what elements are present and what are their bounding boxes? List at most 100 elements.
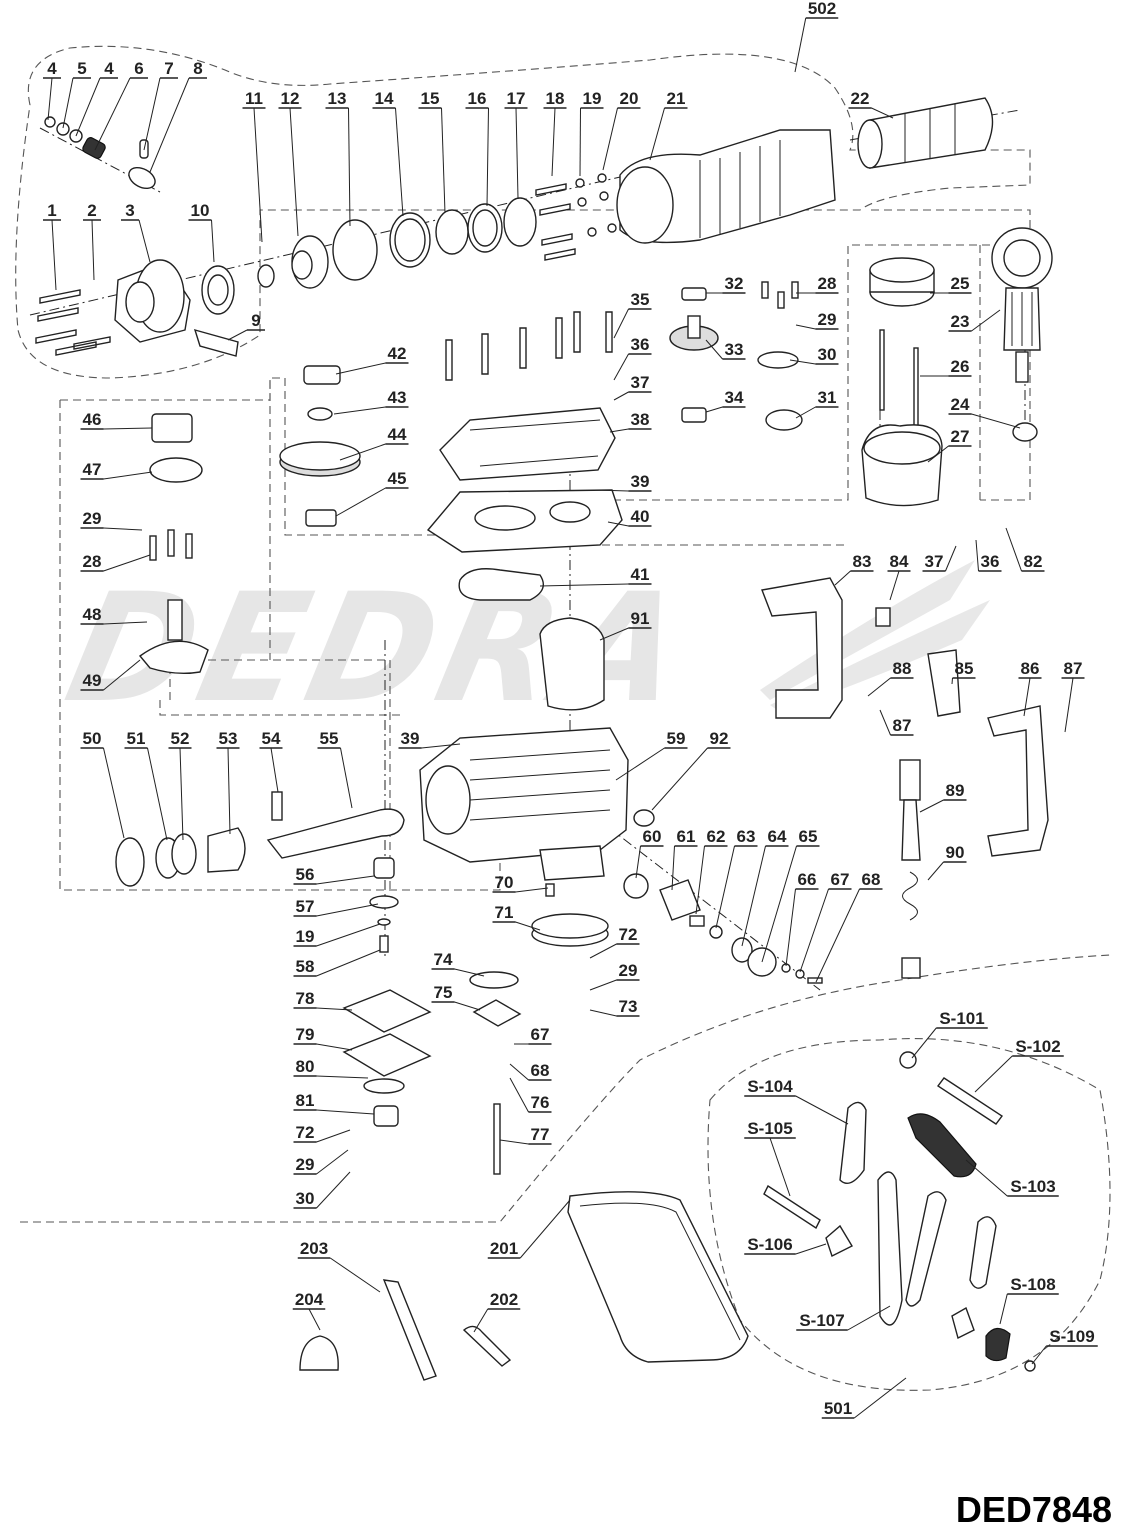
part-number-label: 91 <box>631 609 650 628</box>
part-number-label: 13 <box>328 89 347 108</box>
part-number-label: 4 <box>47 59 57 78</box>
part-number-label: 51 <box>127 729 146 748</box>
leader-line <box>211 219 215 263</box>
leader-line <box>589 943 617 959</box>
part-number-label: 71 <box>495 903 514 922</box>
leader-line <box>539 583 629 587</box>
part-callout: 15 <box>418 89 446 214</box>
leader-line <box>454 968 485 977</box>
leader-line <box>889 570 900 601</box>
leader-line <box>499 1139 529 1145</box>
part-number-label: 17 <box>507 89 526 108</box>
leader-line <box>103 527 143 531</box>
part-number-label: 48 <box>83 605 102 624</box>
part-callout: 43 <box>333 388 409 415</box>
part-number-label: 54 <box>262 729 281 748</box>
part-callout: 91 <box>599 609 652 641</box>
leader-line <box>103 554 151 572</box>
part-number-label: 37 <box>925 552 944 571</box>
leader-line <box>147 747 168 841</box>
part-callout: 65 <box>761 827 820 963</box>
part-callout: S-103 <box>965 1159 1059 1197</box>
part-callout: 204 <box>292 1290 326 1331</box>
part-number-label: 76 <box>531 1093 550 1112</box>
part-number-label: 10 <box>191 201 210 220</box>
part-number-label: 87 <box>893 716 912 735</box>
part-callout: 67 <box>514 1025 552 1045</box>
part-number-label: 70 <box>495 873 514 892</box>
leader-line <box>486 107 489 207</box>
leader-line <box>316 1171 351 1209</box>
leader-line <box>599 627 629 641</box>
part-number-label: 68 <box>531 1061 550 1080</box>
leader-line <box>834 570 851 586</box>
part-number-label: 14 <box>375 89 394 108</box>
part-number-label: 68 <box>862 870 881 889</box>
leader-line <box>1005 527 1022 572</box>
part-callout: 11 <box>242 89 266 243</box>
leader-line <box>515 921 541 931</box>
part-number-label: 84 <box>890 552 909 571</box>
part-callout: 8 <box>149 59 207 173</box>
part-callout: 42 <box>335 344 409 375</box>
part-number-label: 501 <box>824 1399 852 1418</box>
leader-line <box>799 888 829 973</box>
leader-line <box>999 1293 1008 1325</box>
part-number-label: 20 <box>620 89 639 108</box>
part-number-label: 29 <box>296 1155 315 1174</box>
leader-line <box>761 845 797 963</box>
part-callout: 72 <box>589 925 640 959</box>
part-number-label: 21 <box>667 89 686 108</box>
part-callout: S-107 <box>796 1305 891 1331</box>
part-number-label: 5 <box>77 59 86 78</box>
leader-line <box>579 107 581 177</box>
leader-line <box>339 443 386 461</box>
part-number-label: 39 <box>631 472 650 491</box>
part-callout: 57 <box>293 897 379 917</box>
part-number-label: 1 <box>47 201 56 220</box>
part-number-label: 2 <box>87 201 96 220</box>
part-number-label: 79 <box>296 1025 315 1044</box>
leader-line <box>589 1009 617 1017</box>
part-callout: 62 <box>695 827 728 915</box>
part-number-label: 65 <box>799 827 818 846</box>
part-number-label: 34 <box>725 388 744 407</box>
leader-line <box>227 329 248 341</box>
part-number-label: 81 <box>296 1091 315 1110</box>
part-number-label: 11 <box>245 89 263 108</box>
leader-line <box>879 709 891 736</box>
part-callout: 203 <box>297 1239 381 1293</box>
part-number-label: 77 <box>531 1125 550 1144</box>
leader-line <box>671 845 675 891</box>
part-number-label: 15 <box>421 89 440 108</box>
part-number-label: 86 <box>1021 659 1040 678</box>
leader-line <box>971 309 1001 332</box>
part-callout: 47 <box>80 460 153 480</box>
part-callout: 46 <box>80 410 153 430</box>
part-number-label: 50 <box>83 729 102 748</box>
leader-line <box>253 107 263 243</box>
part-number-label: 3 <box>125 201 134 220</box>
part-callout: 35 <box>613 290 652 339</box>
part-number-label: 7 <box>164 59 173 78</box>
part-number-label: 36 <box>981 552 1000 571</box>
part-callout: 23 <box>948 309 1001 332</box>
part-number-label: 29 <box>83 509 102 528</box>
part-number-label: 72 <box>619 925 638 944</box>
part-callout: 86 <box>1018 659 1042 717</box>
part-number-label: 63 <box>737 827 756 846</box>
part-callout: 70 <box>492 873 549 893</box>
leader-line <box>975 539 979 572</box>
part-callout: S-109 <box>1031 1327 1098 1365</box>
leader-line <box>927 445 949 463</box>
leader-line <box>316 923 381 947</box>
part-number-label: 6 <box>134 59 143 78</box>
leader-line <box>974 1055 1013 1093</box>
leader-line <box>348 107 351 227</box>
leader-line <box>454 1001 481 1011</box>
part-callout: 20 <box>602 89 641 171</box>
part-callout: 68 <box>815 870 883 983</box>
leader-line <box>270 747 279 793</box>
part-number-label: 202 <box>490 1290 518 1309</box>
part-number-label: 58 <box>296 957 315 976</box>
